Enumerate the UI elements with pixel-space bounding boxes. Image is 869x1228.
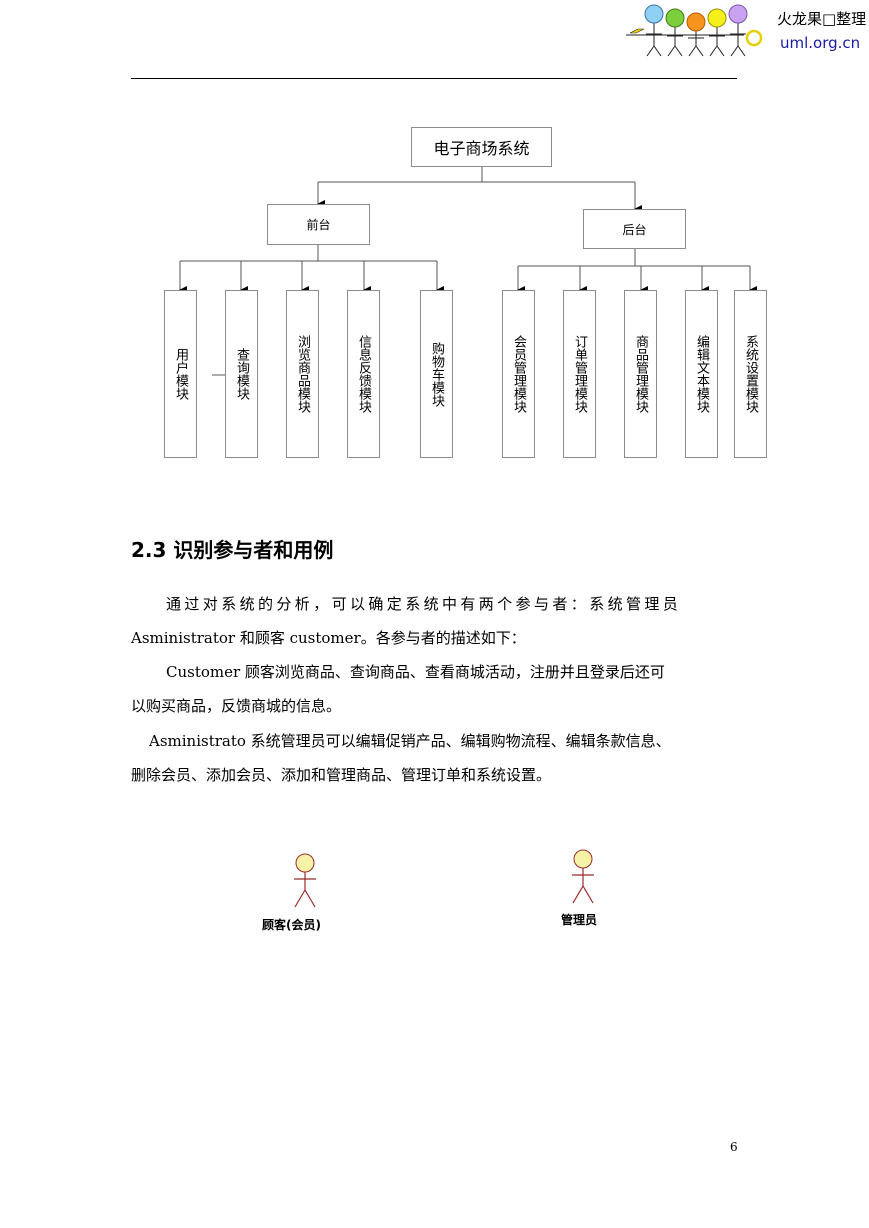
root-node: 电子商场系统 [411,127,552,167]
admin-actor-icon [572,849,594,904]
section-heading: 2.3 识别参与者和用例 [131,538,334,562]
admin-actor-label: 管理员 [561,913,598,927]
module-node: 订单管理模块 [563,290,596,458]
module-node: 编辑文本模块 [685,290,718,458]
paragraph-line: 通过对系统的分析，可以确定系统中有两个参与者：系统管理员 [166,595,682,613]
customer-actor-icon [294,853,316,908]
module-node: 查询模块 [225,290,258,458]
front-node-label: 前台 [306,218,331,232]
module-label: 商品管理模块 [633,335,648,413]
module-node: 浏览商品模块 [286,290,319,458]
back-node: 后台 [583,209,686,249]
module-label: 浏览商品模块 [295,335,310,413]
module-label: 会员管理模块 [511,335,526,413]
brand-url: uml.org.cn [780,34,861,52]
paragraph-line: Customer 顾客浏览商品、查询商品、查看商城活动，注册并且登录后还可 [166,663,665,681]
paragraph-line: Asministrator 和顾客 customer。各参与者的描述如下： [131,629,526,647]
paragraph-line: 以购买商品，反馈商城的信息。 [131,697,342,715]
module-label: 订单管理模块 [572,335,587,413]
root-node-label: 电子商场系统 [433,139,530,158]
module-label: 购物车模块 [429,341,444,407]
paragraph-line: 删除会员、添加会员、添加和管理商品、管理订单和系统设置。 [131,766,552,784]
module-label: 编辑文本模块 [694,335,709,413]
module-node: 会员管理模块 [502,290,535,458]
brand-name: 火龙果□整理 [777,10,867,28]
page-number: 6 [730,1140,738,1154]
front-node: 前台 [267,204,370,245]
module-label: 用户模块 [173,348,188,400]
module-node: 购物车模块 [420,290,453,458]
header-rule [131,78,737,79]
module-node: 商品管理模块 [624,290,657,458]
uml-logo [626,4,763,57]
diagram-connectors [179,167,757,376]
module-node: 用户模块 [164,290,197,458]
module-label: 系统设置模块 [743,335,758,413]
module-label: 信息反馈模块 [356,335,371,413]
back-node-label: 后台 [622,222,647,237]
paragraph-line: Asministrato 系统管理员可以编辑促销产品、编辑购物流程、编辑条款信息… [149,732,671,750]
module-node: 系统设置模块 [734,290,767,458]
module-node: 信息反馈模块 [347,290,380,458]
customer-actor-label: 顾客(会员) [262,918,321,932]
module-label: 查询模块 [234,348,249,400]
